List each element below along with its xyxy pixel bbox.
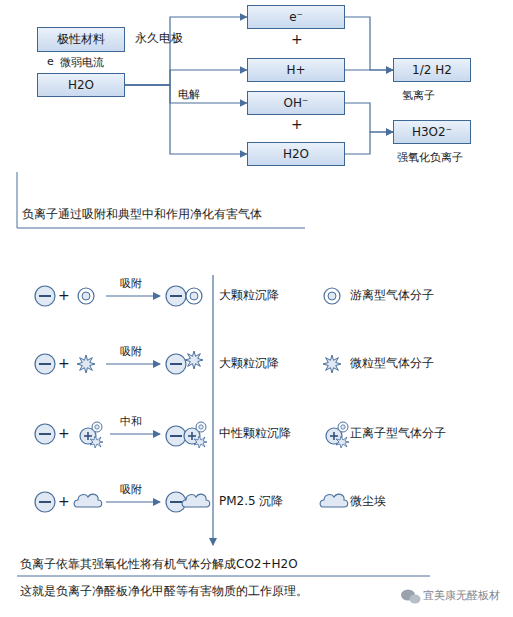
text-label: 强氧化负离子 bbox=[397, 151, 463, 164]
text-label: 电解 bbox=[178, 88, 200, 101]
negative-ion bbox=[166, 426, 186, 446]
text-label: 吸附 bbox=[120, 483, 142, 496]
text-label: + bbox=[291, 116, 303, 133]
free-gas-molecule bbox=[78, 288, 94, 304]
node-text: 1/2 H2 bbox=[412, 63, 452, 77]
connector-arrow bbox=[125, 85, 247, 154]
text-label: 氢离子 bbox=[402, 89, 435, 102]
negative-ion bbox=[35, 424, 55, 444]
text-label: + bbox=[291, 31, 303, 48]
text-label: 大颗粒沉降 bbox=[219, 356, 279, 370]
text-label: PM2.5 沉降 bbox=[219, 494, 284, 508]
text-label: 微尘埃 bbox=[350, 494, 386, 508]
row-free-gas bbox=[35, 286, 340, 306]
text-label: 吸附 bbox=[120, 277, 142, 290]
free-gas-molecule bbox=[186, 288, 202, 304]
negative-ion bbox=[166, 354, 186, 374]
wechat-icon bbox=[401, 590, 421, 604]
text-label: + bbox=[58, 493, 70, 510]
divider-line bbox=[17, 228, 305, 229]
text-label: 永久电极 bbox=[135, 31, 183, 45]
negative-ion bbox=[35, 492, 55, 512]
connector-arrow bbox=[345, 103, 393, 132]
node-text: H2O bbox=[68, 78, 94, 92]
process-arrow bbox=[110, 433, 160, 434]
node-text: OH⁻ bbox=[284, 96, 309, 110]
node-text: H3O2⁻ bbox=[412, 125, 452, 139]
anion-box: H3O2⁻ bbox=[393, 120, 471, 144]
connector-arrow bbox=[345, 132, 393, 154]
hydrogen-box: 1/2 H2 bbox=[393, 58, 471, 82]
connector-arrow bbox=[125, 85, 247, 103]
positive-gas-molecule bbox=[80, 422, 103, 448]
text-label: 中性颗粒沉降 bbox=[219, 426, 291, 440]
row-positive-gas bbox=[35, 422, 349, 448]
electron-box: e⁻ bbox=[247, 5, 345, 29]
water-box: H2O bbox=[247, 142, 345, 166]
text-label: 大颗粒沉降 bbox=[219, 288, 279, 302]
text-label: 这就是负离子净醛板净化甲醛等有害物质的工作原理。 bbox=[20, 584, 308, 598]
text-label: 正离子型气体分子 bbox=[350, 426, 446, 440]
particle-gas-molecule bbox=[185, 351, 203, 369]
positive-gas-molecule bbox=[184, 422, 207, 448]
node-text: H2O bbox=[283, 147, 309, 161]
hydrogen-ion-box: H+ bbox=[247, 58, 345, 82]
node-text: H+ bbox=[286, 63, 305, 77]
particle-gas-molecule bbox=[77, 355, 95, 373]
negative-ion bbox=[166, 286, 186, 306]
connector-arrow bbox=[125, 70, 247, 85]
node-text: e⁻ bbox=[289, 10, 303, 24]
text-label: 宜美康无醛板材 bbox=[423, 589, 500, 602]
text-label: + bbox=[58, 287, 70, 304]
underline bbox=[17, 576, 430, 577]
negative-ion bbox=[35, 354, 55, 374]
process-arrow bbox=[106, 363, 160, 364]
positive-gas-molecule bbox=[326, 422, 349, 448]
negative-ion bbox=[35, 286, 55, 306]
dust-particle bbox=[182, 494, 210, 507]
node-text: 极性材料 bbox=[57, 31, 105, 48]
wechat-bubble bbox=[410, 595, 421, 604]
text-label: 负离子通过吸附和典型中和作用净化有害气体 bbox=[22, 207, 262, 221]
text-label: 微弱电流 bbox=[60, 56, 104, 69]
divider-line bbox=[17, 172, 18, 228]
text-label: + bbox=[58, 355, 70, 372]
text-label: 游离型气体分子 bbox=[350, 288, 434, 302]
process-arrow bbox=[106, 295, 160, 296]
water-box: H2O bbox=[37, 73, 125, 97]
connector-arrow bbox=[125, 17, 247, 85]
row-particle-gas bbox=[35, 351, 341, 374]
dust-particle bbox=[320, 494, 348, 507]
text-label: + bbox=[58, 425, 70, 442]
process-arrow bbox=[106, 501, 160, 502]
row-dust bbox=[35, 492, 348, 512]
text-label: 中和 bbox=[120, 415, 142, 428]
text-label: 微粒型气体分子 bbox=[350, 356, 434, 370]
text-label: e bbox=[47, 55, 54, 68]
hydroxide-box: OH⁻ bbox=[247, 91, 345, 115]
text-label: 吸附 bbox=[120, 345, 142, 358]
material-box: 极性材料 bbox=[37, 27, 125, 52]
flow-line bbox=[212, 275, 213, 545]
free-gas-molecule bbox=[324, 288, 340, 304]
dust-particle bbox=[74, 494, 102, 507]
text-label: 负离子依靠其强氧化性将有机气体分解成CO2+H2O bbox=[20, 557, 298, 571]
connector-arrow bbox=[345, 69, 393, 70]
particle-gas-molecule bbox=[323, 355, 341, 373]
connector-arrow bbox=[345, 17, 393, 70]
